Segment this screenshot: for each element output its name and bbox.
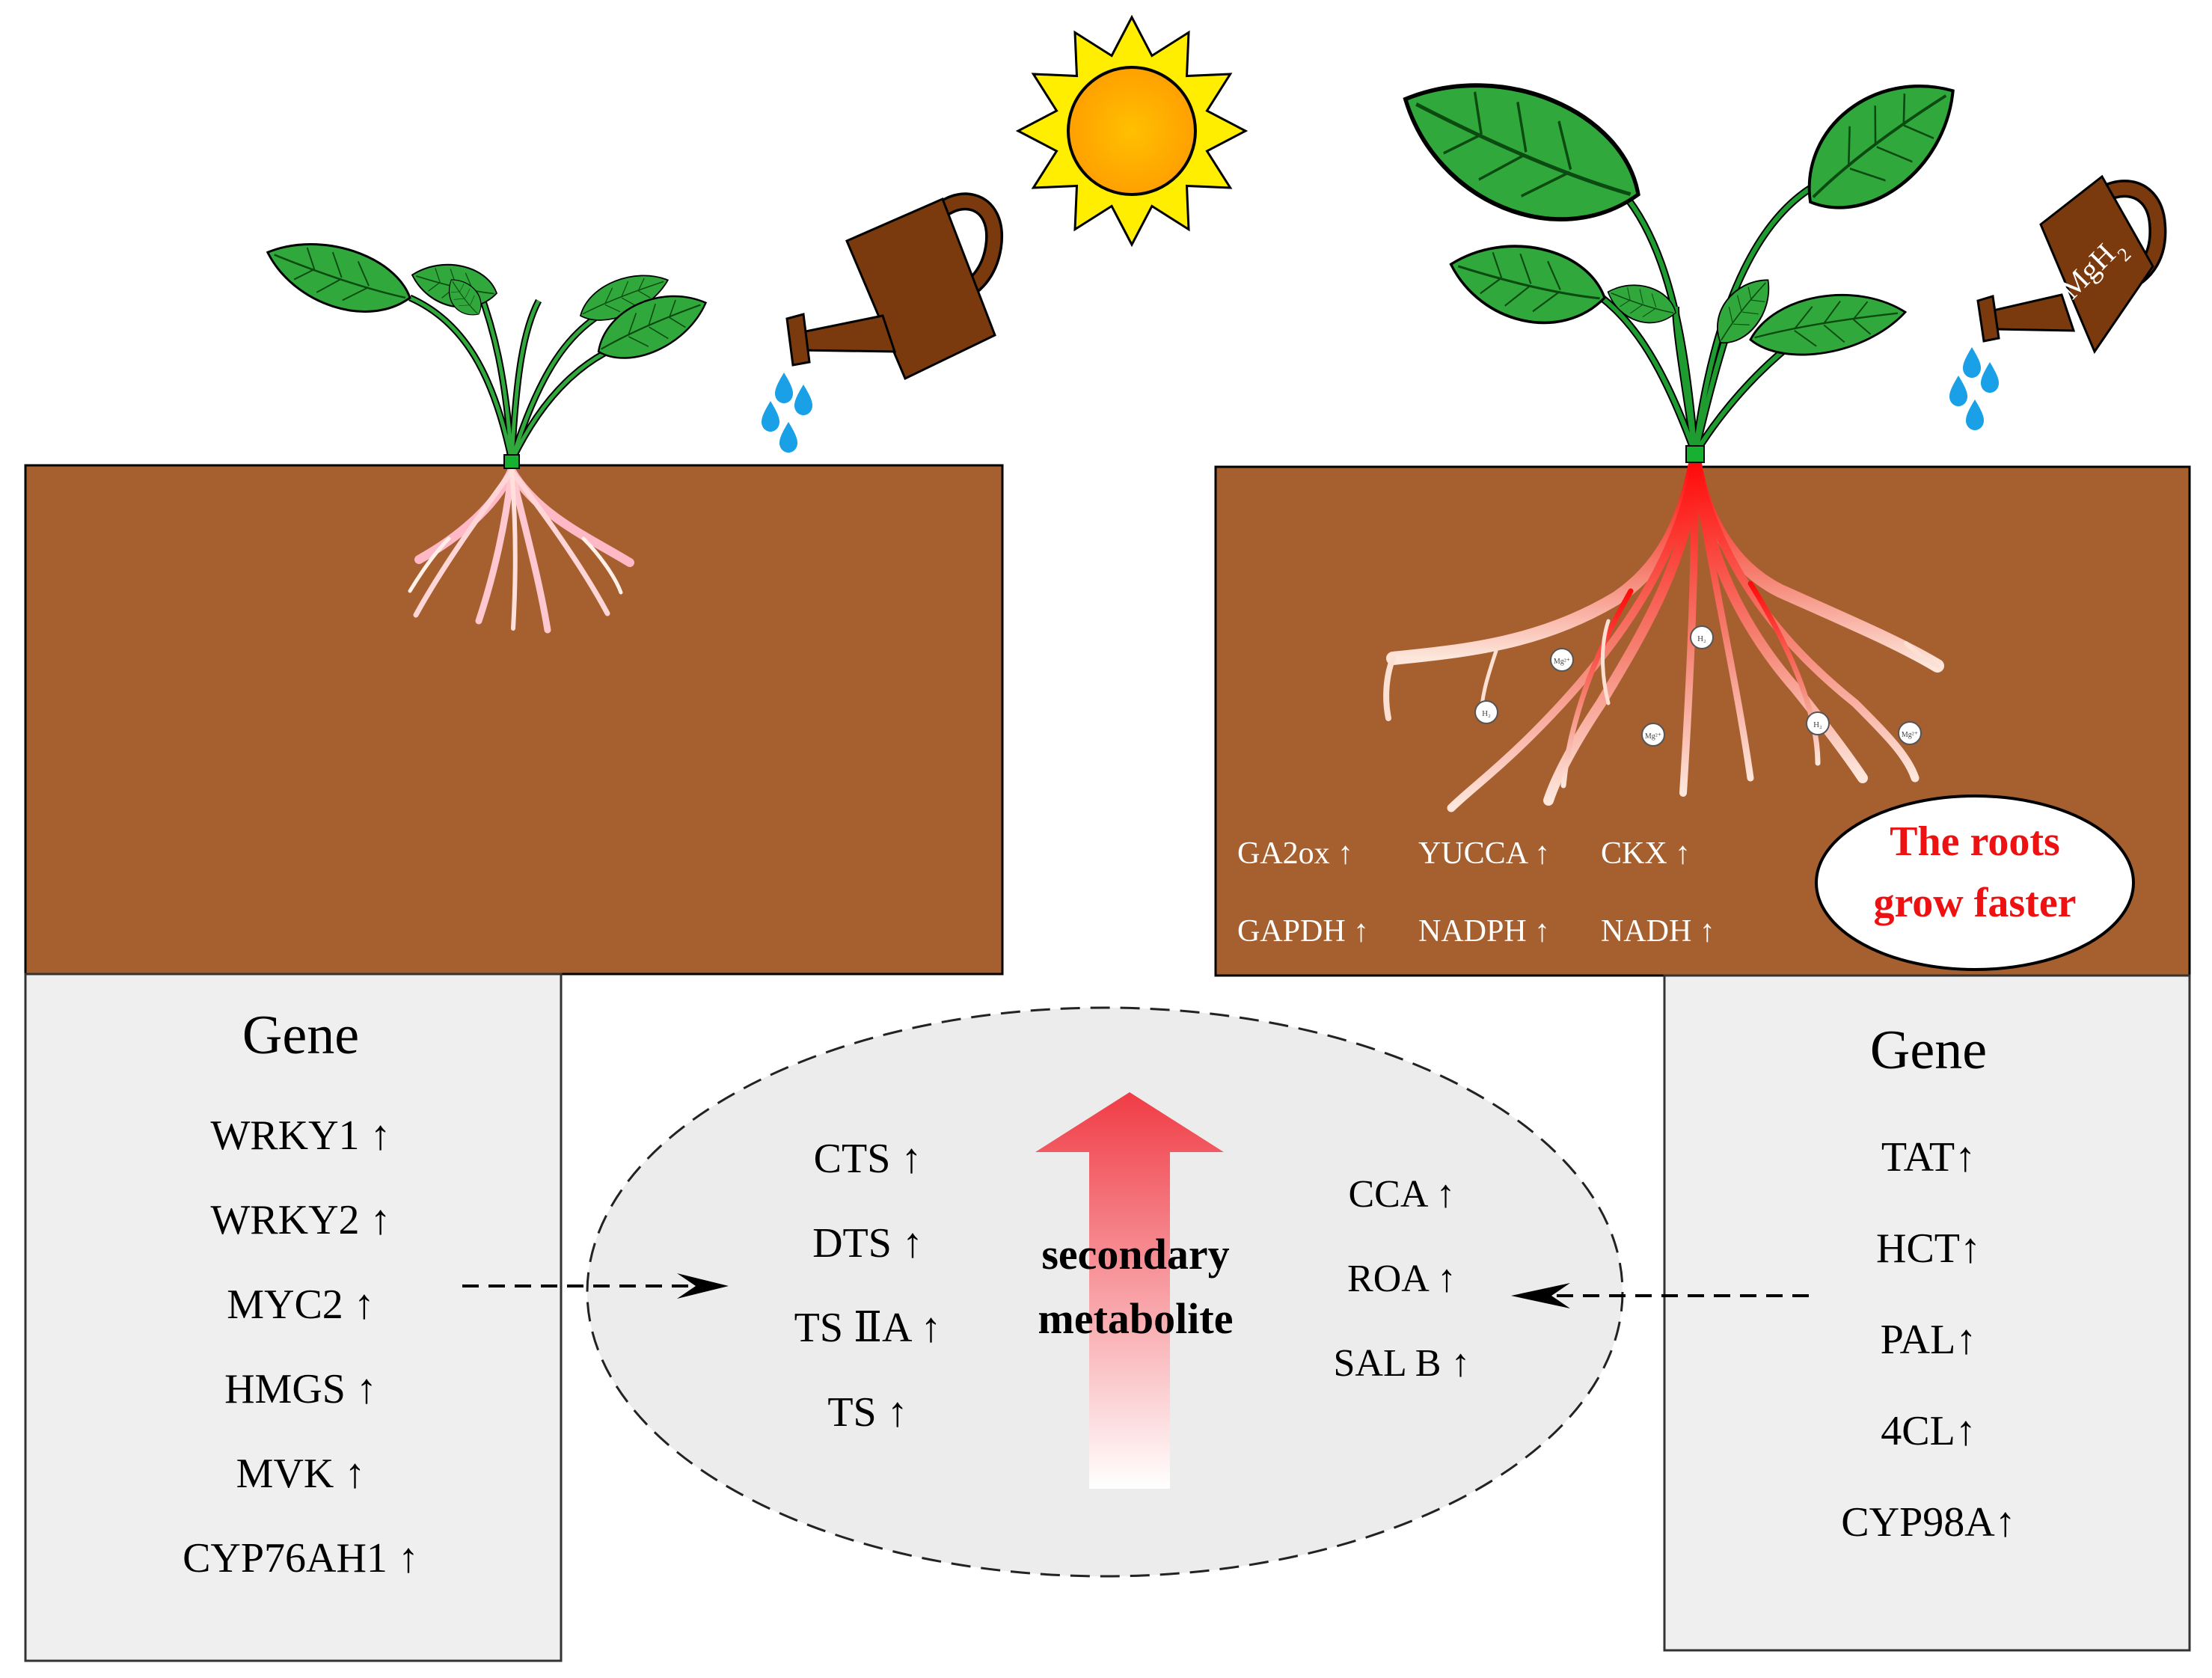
- gene-item: WRKY1 ↑: [210, 1112, 390, 1159]
- gene-item: MYC2 ↑: [227, 1282, 375, 1328]
- roots-right: [1383, 457, 1944, 812]
- right-dashed-arrow: [1511, 1283, 1809, 1308]
- watering-can-left-icon: [785, 192, 1004, 381]
- soil-gene-label: CKX ↑: [1601, 836, 1691, 871]
- soil-gene-label: NADH ↑: [1601, 914, 1715, 949]
- gene-item: TAT↑: [1881, 1134, 1976, 1181]
- mg-particle: Mg²⁺: [1641, 723, 1665, 747]
- up-arrow: [1035, 1092, 1224, 1489]
- left-metabolite-list: CTS ↑ DTS ↑ TS ⅡA ↑ TS ↑: [794, 1136, 942, 1436]
- gene-box-left: [24, 973, 563, 1662]
- gene-item: HMGS ↑: [224, 1366, 377, 1412]
- metabolite-item: CCA ↑: [1348, 1173, 1455, 1216]
- h2-particle: H₂: [1690, 625, 1714, 649]
- soil-gene-label: GAPDH ↑: [1237, 914, 1369, 949]
- mg-particle: Mg²⁺: [1550, 648, 1574, 672]
- roots-left: [408, 467, 634, 634]
- particles: H₂ Mg²⁺ H₂ Mg²⁺ H₂ Mg²⁺: [1474, 625, 1922, 747]
- metabolite-item: ROA ↑: [1347, 1258, 1456, 1300]
- roots-grow-faster-callout: The roots grow faster: [1815, 794, 2135, 971]
- gene-item: 4CL↑: [1881, 1408, 1976, 1454]
- metabolite-item: SAL B ↑: [1334, 1342, 1471, 1385]
- left-gene-list: WRKY1 ↑ WRKY2 ↑ MYC2 ↑ HMGS ↑ MVK ↑ CYP7…: [183, 1112, 419, 1581]
- callout-line-1: The roots: [1890, 818, 2060, 865]
- metabolite-item: CTS ↑: [814, 1136, 922, 1182]
- svg-text:H₂: H₂: [1697, 634, 1706, 643]
- sun-icon: [1015, 14, 1249, 248]
- svg-text:Mg²⁺: Mg²⁺: [1902, 731, 1918, 739]
- metabolite-item: TS ↑: [827, 1389, 907, 1436]
- left-dashed-arrow: [462, 1273, 729, 1299]
- right-gene-list: TAT↑ HCT↑ PAL↑ 4CL↑ CYP98A↑: [1841, 1134, 2015, 1546]
- arrow-label-line-2: metabolite: [1038, 1294, 1234, 1343]
- small-plant-left: [257, 222, 717, 634]
- mg-particle: Mg²⁺: [1898, 721, 1922, 745]
- gene-item: CYP76AH1 ↑: [183, 1535, 419, 1581]
- water-drops-right-icon: [1949, 347, 1999, 430]
- gene-item: MVK ↑: [236, 1451, 366, 1497]
- gene-item: HCT↑: [1876, 1225, 1981, 1272]
- watering-can-right-icon: MgH 2: [1976, 174, 2167, 355]
- metabolite-item: TS ⅡA ↑: [794, 1305, 942, 1351]
- svg-text:H₂: H₂: [1482, 709, 1491, 718]
- h2-particle: H₂: [1474, 700, 1498, 724]
- svg-text:Mg²⁺: Mg²⁺: [1645, 732, 1661, 741]
- left-gene-title: Gene: [242, 1005, 359, 1066]
- water-drops-left-icon: [762, 373, 812, 453]
- svg-text:Mg²⁺: Mg²⁺: [1554, 658, 1570, 666]
- large-plant-right: H₂ Mg²⁺ H₂ Mg²⁺ H₂ Mg²⁺: [1381, 43, 1980, 812]
- gene-item: PAL↑: [1881, 1317, 1977, 1363]
- soil-gene-label: GA2ox ↑: [1237, 836, 1353, 871]
- callout-line-2: grow faster: [1873, 880, 2076, 926]
- metabolite-item: DTS ↑: [812, 1220, 923, 1267]
- svg-text:H₂: H₂: [1813, 720, 1822, 729]
- gene-box-right: [1663, 974, 2191, 1652]
- right-metabolite-list: CCA ↑ ROA ↑ SAL B ↑: [1334, 1173, 1471, 1385]
- arrow-label-line-1: secondary: [1041, 1230, 1229, 1279]
- soil-gene-labels: GA2ox ↑ YUCCA ↑ CKX ↑ GAPDH ↑ NADPH ↑ NA…: [1237, 836, 1715, 949]
- right-gene-title: Gene: [1870, 1020, 1987, 1081]
- soil-gene-label: YUCCA ↑: [1418, 836, 1550, 871]
- soil-gene-label: NADPH ↑: [1418, 914, 1550, 949]
- gene-item: WRKY2 ↑: [210, 1197, 390, 1243]
- h2-particle: H₂: [1806, 711, 1830, 735]
- gene-item: CYP98A↑: [1841, 1499, 2015, 1546]
